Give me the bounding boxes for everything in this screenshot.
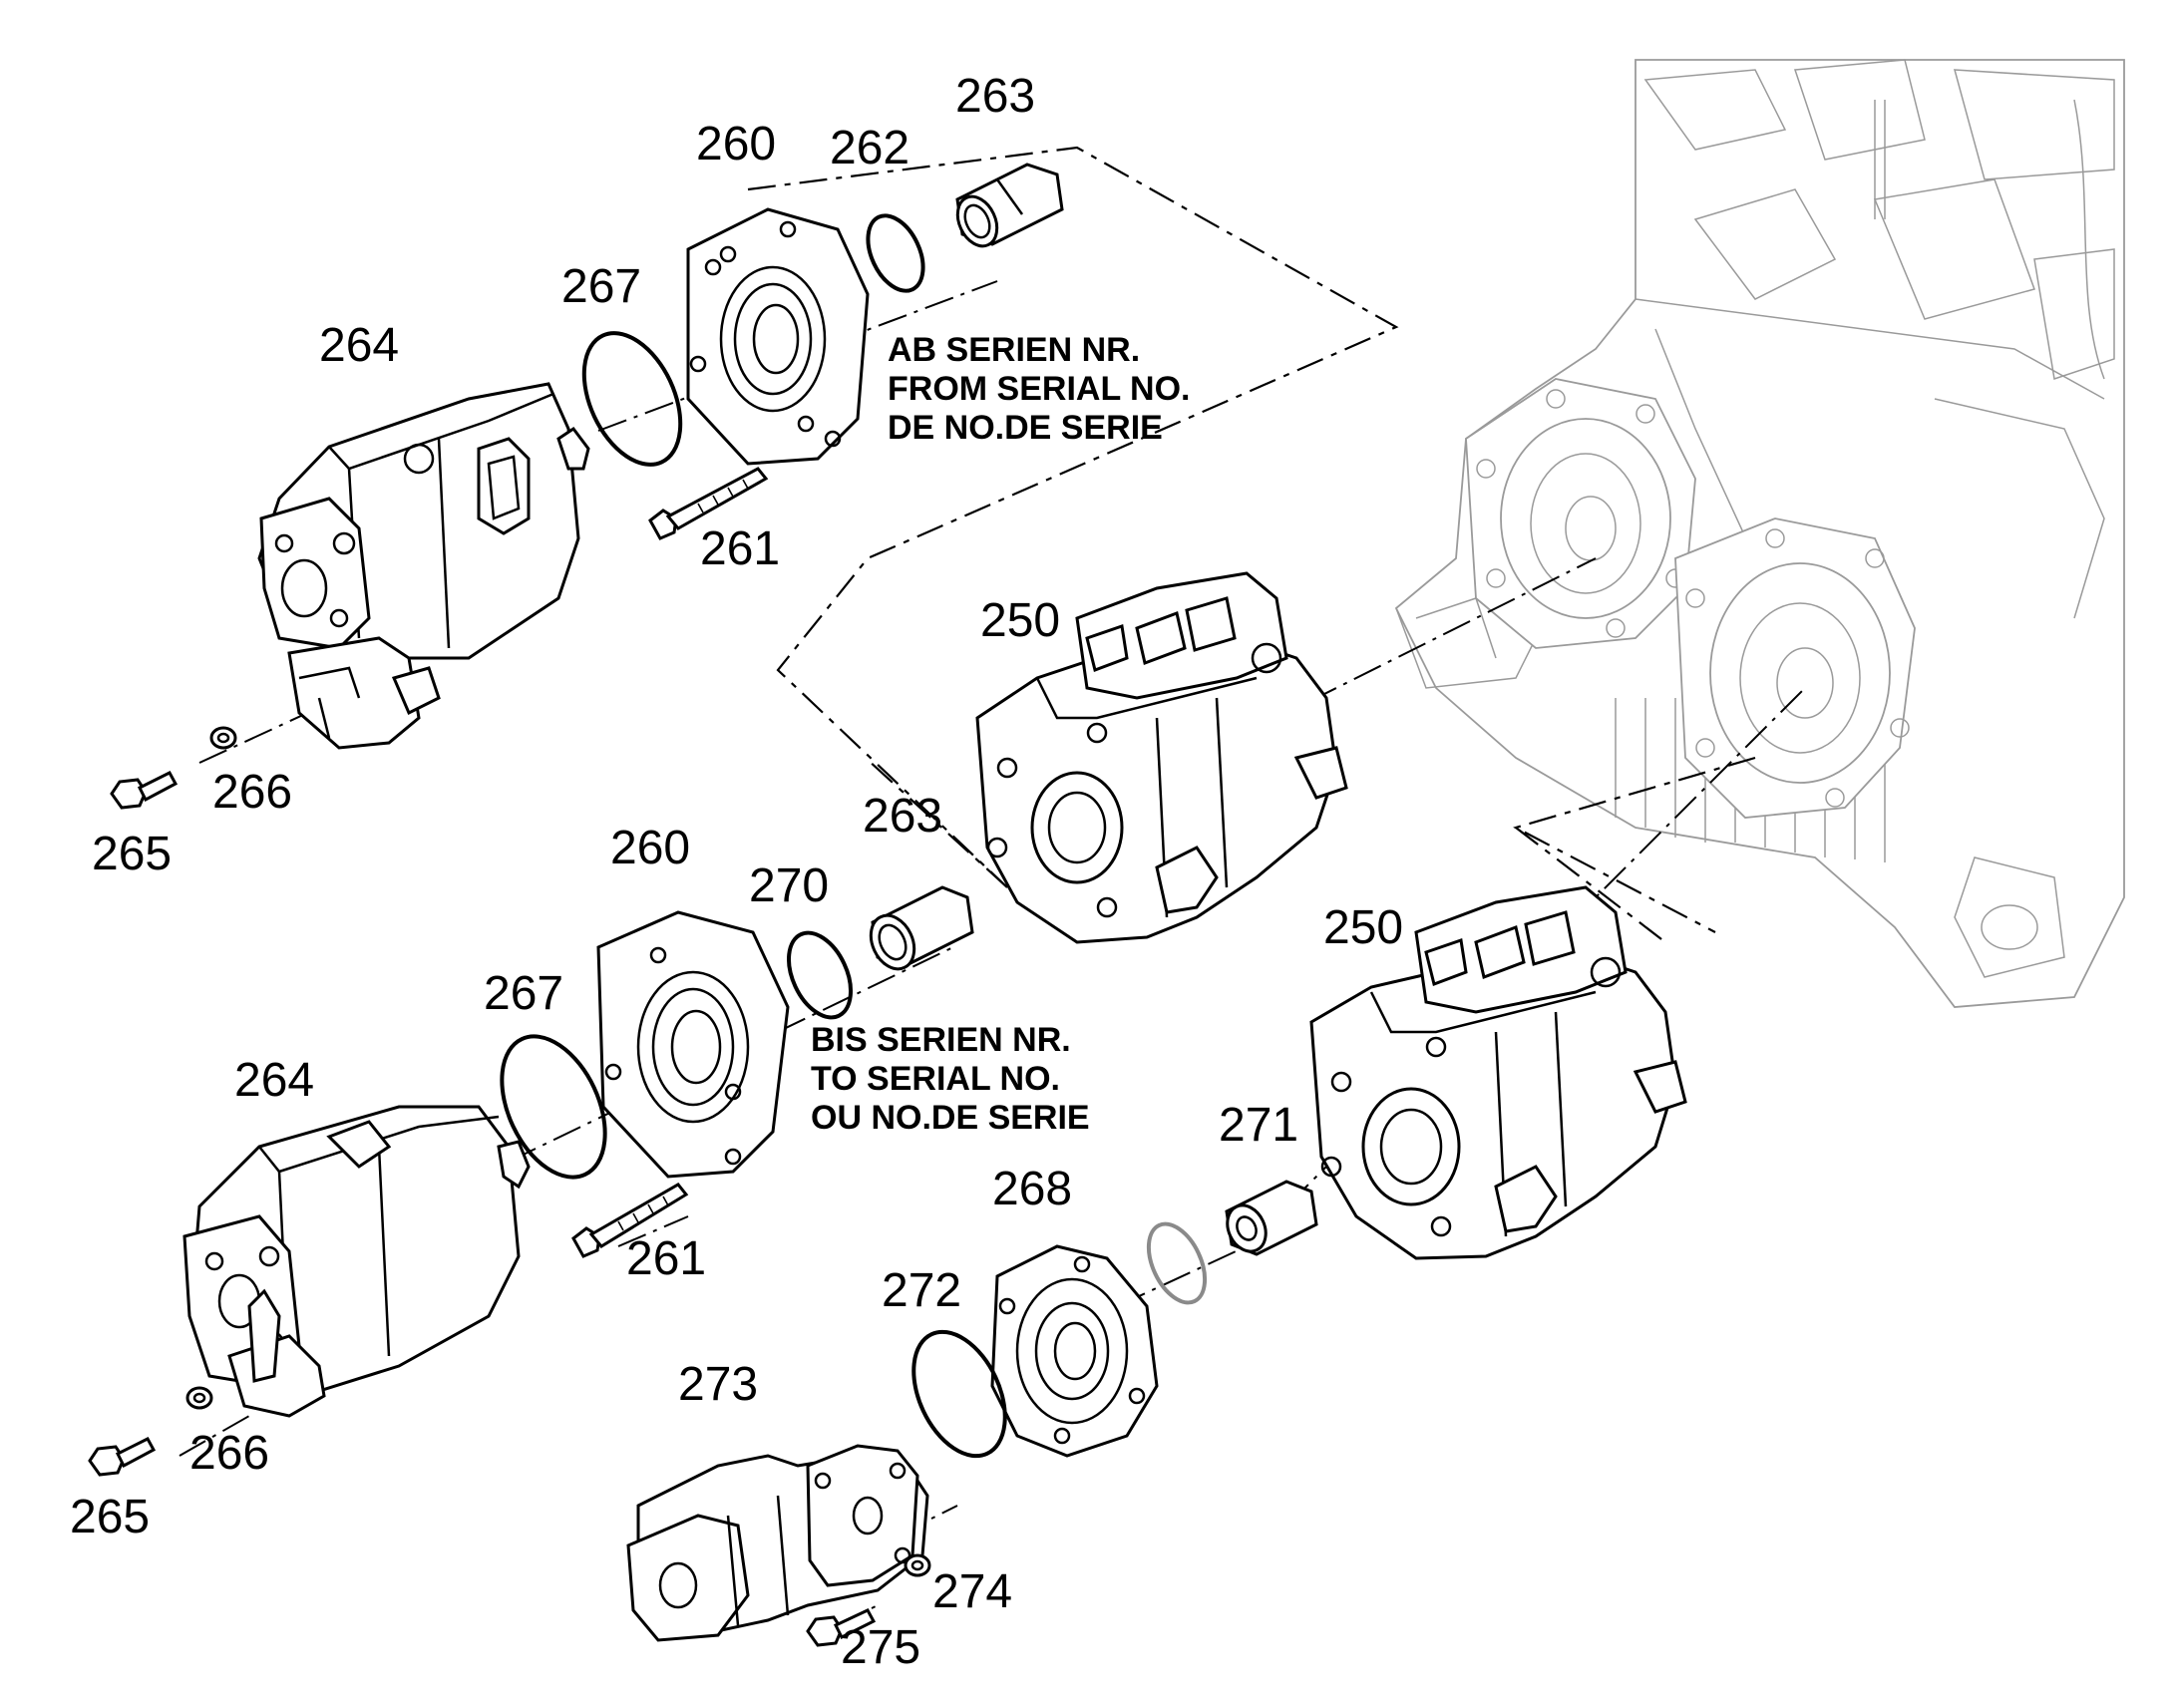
callout-250-upper: 250 [980, 594, 1060, 647]
callout-275: 275 [841, 1621, 920, 1674]
note-to-line-2: TO SERIAL NO. [811, 1060, 1060, 1098]
part-263-coupling-lower [869, 885, 974, 971]
callout-274: 274 [932, 1565, 1012, 1618]
engine-housing [1394, 59, 2125, 1008]
part-261-bolt-lower [571, 1183, 689, 1258]
callout-273: 273 [678, 1358, 758, 1411]
note-from-line-3: DE NO.DE SERIE [888, 409, 1163, 447]
callout-264-upper: 264 [319, 319, 399, 372]
callout-271: 271 [1219, 1099, 1298, 1152]
part-250-hydraulic-pump-lower [1309, 885, 1687, 1260]
note-from-serial-number: AB SERIEN NR. FROM SERIAL NO. DE NO.DE S… [888, 331, 1191, 447]
note-to-line-1: BIS SERIEN NR. [811, 1021, 1071, 1059]
callout-263-lower: 263 [863, 790, 942, 843]
part-261-bolt-upper [648, 467, 769, 540]
part-270-o-ring [787, 930, 853, 1020]
callout-265-lower: 265 [70, 1491, 150, 1543]
o-ring-grey [1146, 1221, 1208, 1305]
callout-262: 262 [830, 122, 909, 174]
part-273-gear-pump [626, 1444, 929, 1642]
note-from-line-1: AB SERIEN NR. [888, 331, 1140, 369]
part-267-o-ring-upper [581, 331, 683, 467]
part-264-hydraulic-motor-upper [257, 382, 590, 750]
part-275-bolt [806, 1608, 877, 1647]
part-264-hydraulic-motor-lower [182, 1105, 531, 1418]
callout-261-upper: 261 [700, 522, 780, 575]
part-265-bolt-lower [88, 1437, 157, 1477]
part-263-coupling-upper [955, 163, 1064, 248]
callout-266-lower: 266 [189, 1427, 269, 1480]
note-to-serial-number: BIS SERIEN NR. TO SERIAL NO. OU NO.DE SE… [811, 1021, 1090, 1137]
part-274-washer [904, 1553, 931, 1577]
callout-267-upper: 267 [561, 260, 641, 313]
note-from-line-2: FROM SERIAL NO. [888, 370, 1191, 408]
part-260-adapter-plate-lower [596, 910, 790, 1179]
part-265-bolt-upper [110, 771, 179, 810]
note-to-line-3: OU NO.DE SERIE [811, 1099, 1090, 1137]
dashed-frame-upper [747, 146, 1399, 888]
dashed-frame-lower [1513, 756, 1756, 943]
callout-266-upper: 266 [212, 766, 292, 819]
callout-263-upper: 263 [955, 70, 1035, 123]
part-250-hydraulic-pump-upper [975, 571, 1348, 944]
part-271-coupling-sleeve [1225, 1180, 1318, 1256]
part-268-adapter-flange [990, 1244, 1159, 1458]
part-267-o-ring-lower [500, 1034, 607, 1180]
callout-272: 272 [882, 1264, 961, 1317]
part-260-adapter-plate-upper [686, 207, 870, 466]
part-272-o-ring [911, 1329, 1007, 1459]
callout-265-upper: 265 [92, 828, 172, 880]
callout-268: 268 [992, 1163, 1072, 1215]
part-266-washer-lower [185, 1386, 213, 1410]
callout-260-upper: 260 [696, 118, 776, 171]
callout-labels: 263 260 262 267 264 261 250 266 265 263 … [70, 70, 1403, 1674]
callout-270: 270 [749, 859, 829, 912]
callout-267-lower: 267 [484, 967, 563, 1020]
callout-260-lower: 260 [610, 822, 690, 874]
callout-250-lower: 250 [1323, 901, 1403, 954]
callout-264-lower: 264 [234, 1054, 314, 1107]
callout-261-lower: 261 [626, 1232, 706, 1285]
part-266-washer-upper [209, 726, 237, 750]
part-262-o-ring [866, 213, 925, 293]
dashed-frame-middle [867, 759, 1008, 888]
